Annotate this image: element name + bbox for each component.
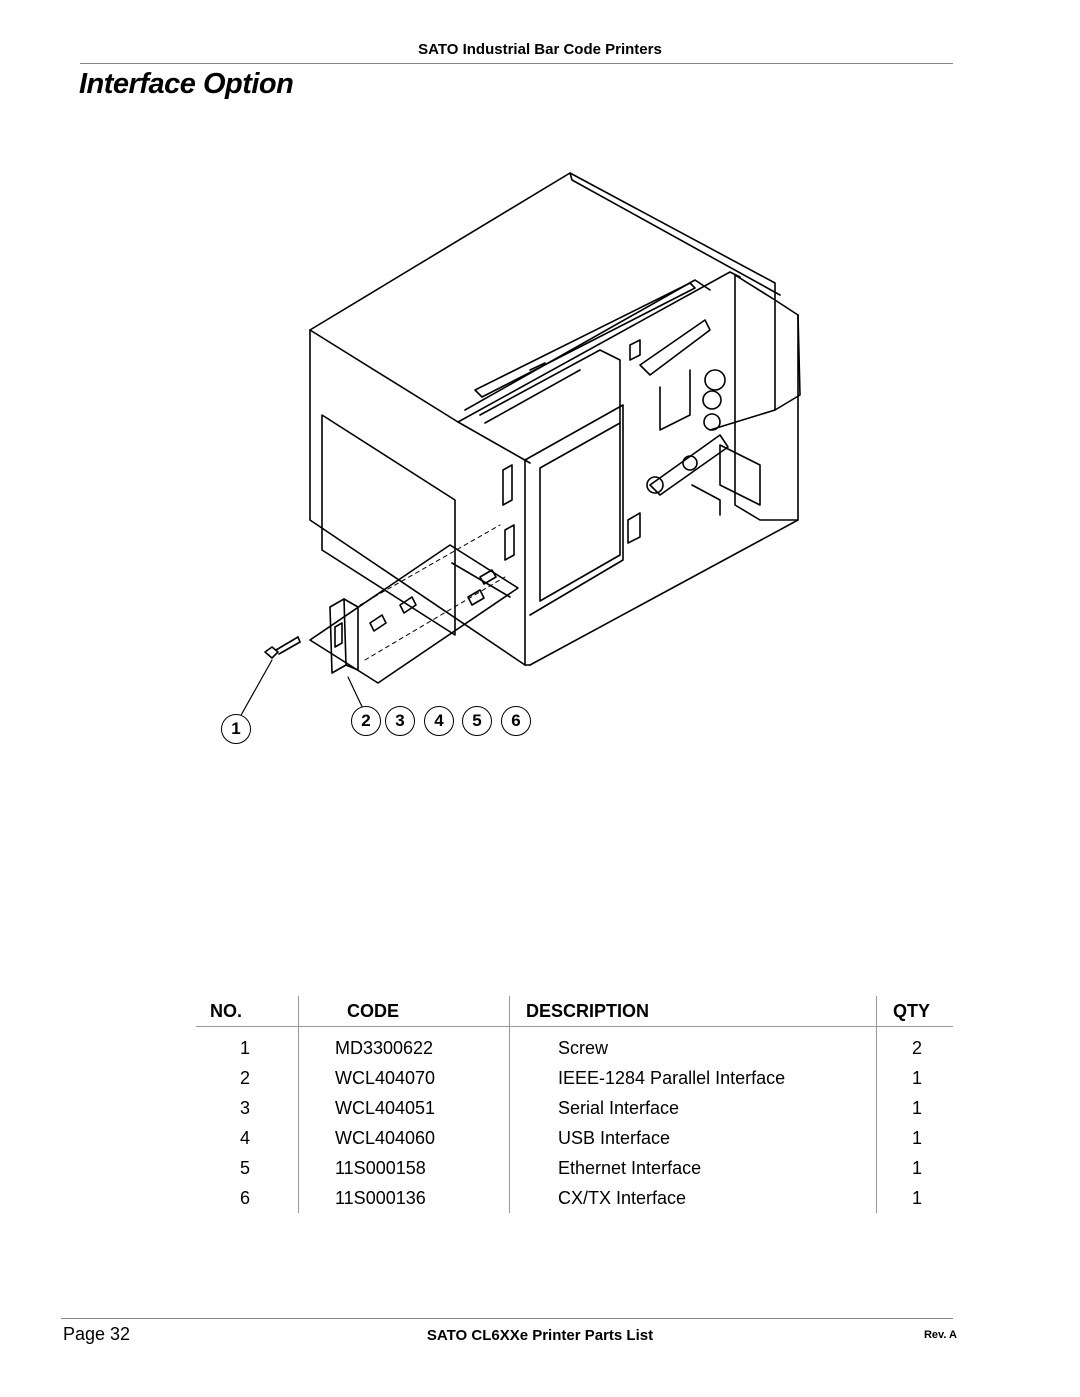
cell-description: USB Interface <box>509 1123 877 1153</box>
callout-2: 2 <box>351 706 381 736</box>
cell-no: 2 <box>239 1067 250 1088</box>
table-row: 6 11S000136 CX/TX Interface 1 <box>196 1183 953 1213</box>
footer-doc-title: SATO CL6XXe Printer Parts List <box>426 1327 654 1344</box>
cell-no: 4 <box>239 1127 250 1148</box>
cell-description: Ethernet Interface <box>509 1153 877 1183</box>
cell-code: WCL404060 <box>298 1123 510 1153</box>
cell-qty: 1 <box>876 1063 953 1093</box>
cell-qty: 1 <box>876 1153 953 1183</box>
cell-description: IEEE-1284 Parallel Interface <box>509 1063 877 1093</box>
running-header: SATO Industrial Bar Code Printers <box>418 41 662 58</box>
header-no: NO. <box>196 996 299 1027</box>
callout-4: 4 <box>424 706 454 736</box>
callout-5: 5 <box>462 706 492 736</box>
cell-no: 3 <box>239 1097 250 1118</box>
cell-qty: 1 <box>876 1183 953 1213</box>
cell-qty: 1 <box>876 1093 953 1123</box>
cell-no: 5 <box>239 1157 250 1178</box>
cell-description: CX/TX Interface <box>509 1183 877 1213</box>
header-qty: QTY <box>876 996 953 1027</box>
table-row: 2 WCL404070 IEEE-1284 Parallel Interface… <box>196 1063 953 1093</box>
table-row: 1 MD3300622 Screw 2 <box>196 1026 953 1063</box>
cell-no: 6 <box>239 1187 250 1208</box>
table-row: 3 WCL404051 Serial Interface 1 <box>196 1093 953 1123</box>
printer-exploded-drawing <box>239 172 801 718</box>
cell-qty: 1 <box>876 1123 953 1153</box>
cell-code: WCL404051 <box>298 1093 510 1123</box>
cell-description: Serial Interface <box>509 1093 877 1123</box>
callout-3: 3 <box>385 706 415 736</box>
cell-code: MD3300622 <box>298 1026 510 1063</box>
header-rule <box>80 63 953 64</box>
page-title: Interface Option <box>79 68 294 100</box>
callout-6: 6 <box>501 706 531 736</box>
cell-code: 11S000136 <box>298 1183 510 1213</box>
cell-description: Screw <box>509 1026 877 1063</box>
callout-1: 1 <box>221 714 251 744</box>
table-row: 4 WCL404060 USB Interface 1 <box>196 1123 953 1153</box>
parts-table: NO. CODE DESCRIPTION QTY 1 MD3300622 Scr… <box>196 996 953 1213</box>
cell-no: 1 <box>239 1037 250 1058</box>
header-code: CODE <box>298 996 510 1027</box>
cell-code: WCL404070 <box>298 1063 510 1093</box>
cell-qty: 2 <box>876 1026 953 1063</box>
revision-label: Rev. A <box>923 1329 957 1341</box>
cell-code: 11S000158 <box>298 1153 510 1183</box>
table-row: 5 11S000158 Ethernet Interface 1 <box>196 1153 953 1183</box>
header-description: DESCRIPTION <box>509 996 877 1027</box>
footer-rule <box>61 1318 953 1319</box>
page-number: Page 32 <box>63 1324 131 1344</box>
table-header-row: NO. CODE DESCRIPTION QTY <box>196 996 953 1027</box>
